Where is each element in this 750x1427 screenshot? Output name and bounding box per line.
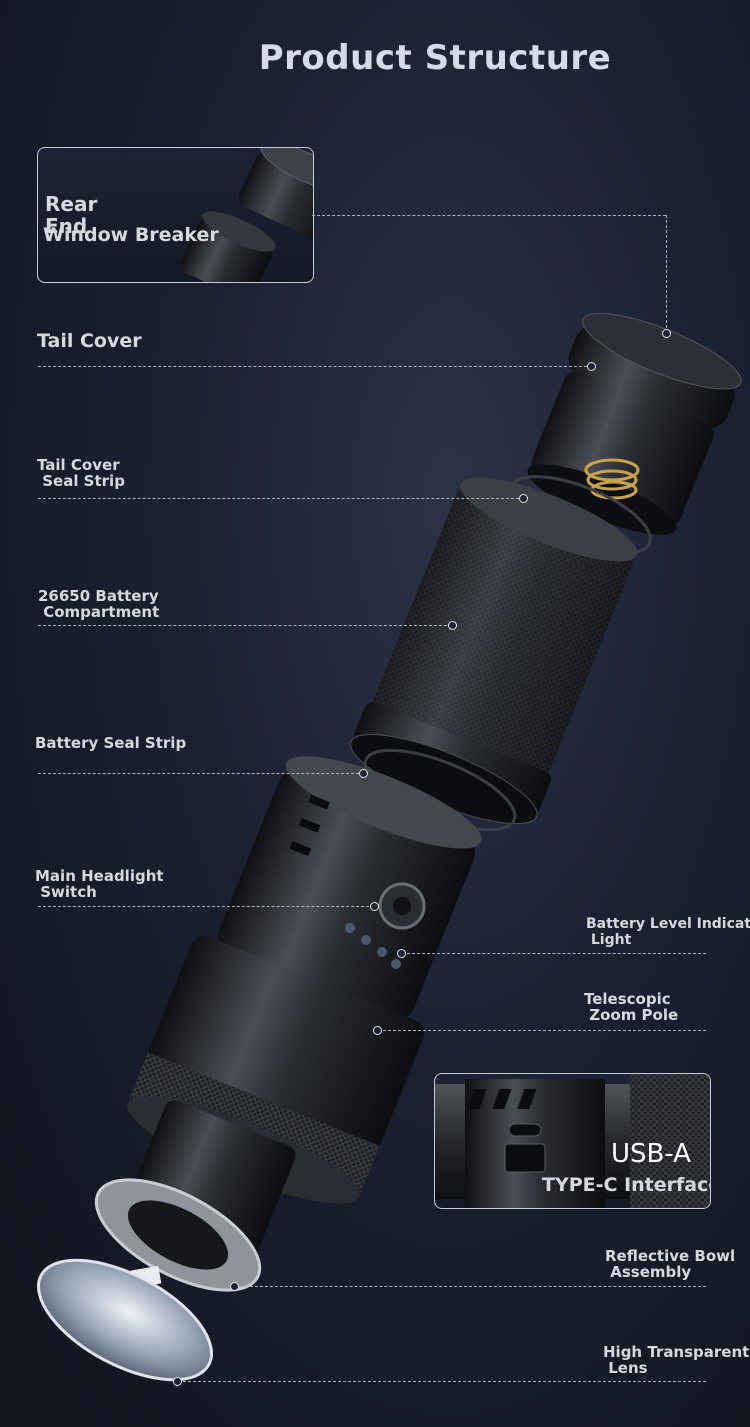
zoom-pole-marker [373,1026,382,1035]
lens-leader [178,1381,706,1382]
rear-end-label: Rear End [45,192,98,238]
battery-seal-leader [38,773,364,774]
battery-indicator-leader [402,953,706,954]
lens-label: High Transparent Lens [603,1344,750,1376]
usb-port-illustration [435,1074,710,1208]
main-switch-leader [38,906,374,907]
tail-seal-leader [38,498,524,499]
battery-compartment-marker [448,621,457,630]
lens-marker [173,1377,182,1386]
tail-cover-leader [38,366,592,367]
battery-seal-marker [359,769,368,778]
indicator-leds [345,923,401,969]
rear-inset-connector [312,215,666,216]
tail-seal-label: Tail Cover Seal Strip [37,456,125,490]
battery-indicator-label: Battery Level Indicator Light [586,916,750,948]
window-breaker-label: Window Breaker [43,224,219,246]
rear-inset-connector-vertical [666,215,667,333]
rear-end-marker [662,329,671,338]
battery-compartment-leader [38,625,452,626]
battery-compartment-label: 26650 Battery Compartment [38,587,160,621]
tail-seal-marker [519,494,528,503]
page-title: Product Structure [258,38,612,78]
tail-cover-marker [587,362,596,371]
reflective-bowl-part [94,1178,262,1292]
rear-end-inset: Rear End Window Breaker [37,147,314,283]
battery-seal-label: Battery Seal Strip [35,734,187,752]
battery-indicator-marker [397,949,406,958]
type-c-label: TYPE-C Interface [542,1174,711,1196]
main-switch-marker [370,902,379,911]
reflective-bowl-label: Reflective Bowl Assembly [605,1248,736,1280]
tail-cover-label: Tail Cover [37,330,142,352]
window-breaker-illustration [180,148,313,282]
usb-a-label: USB-A [611,1139,691,1169]
reflective-bowl-marker [230,1282,239,1291]
usb-inset: USB-A TYPE-C Interface [434,1073,711,1209]
zoom-pole-leader [378,1030,706,1031]
reflective-bowl-leader [235,1286,706,1287]
zoom-pole-label: Telescopic Zoom Pole [584,990,679,1024]
main-switch-label: Main Headlight Switch [35,867,164,901]
lens-part [37,1258,213,1382]
